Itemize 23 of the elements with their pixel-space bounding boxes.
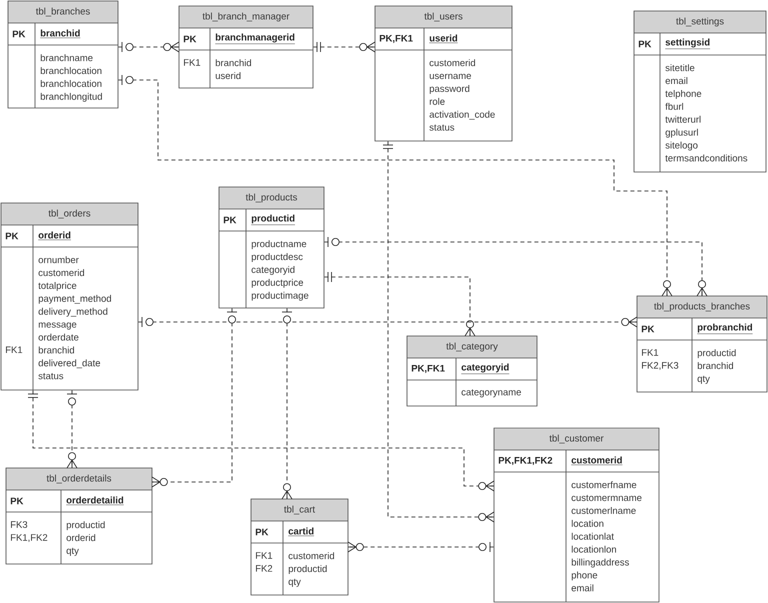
entity-table: tbl_cart PK cartid FK1 FK2 customerid productid qty xyxy=(250,498,348,596)
entity-table: tbl_products PK productid productname productdesc categoryid productprice productimage xyxy=(218,186,324,308)
relationship-line xyxy=(324,272,476,336)
relationship-line xyxy=(118,42,180,52)
relationship-line xyxy=(348,542,494,552)
entity-table: tbl_users PK,FK1 userid customerid username password role activation_code status xyxy=(374,6,512,142)
relationship-line xyxy=(382,141,494,522)
relationship-line xyxy=(138,316,638,328)
entity-table: tbl_orders PK orderid FK1 ornumber customerid totalprice payment_method delivery_method message orderdate branchid delivered_date status xyxy=(0,202,138,390)
relationship-line xyxy=(118,74,672,296)
relationship-line xyxy=(66,390,78,468)
relationship-line xyxy=(324,236,708,296)
entity-table: tbl_branches PK branchid branchname branchlocation branchlocation branchlongitud xyxy=(8,0,118,108)
entity-table: tbl_orderdetails PK orderdetailid FK3 FK1,FK2 productid orderid qty xyxy=(6,468,152,564)
entity-table: tbl_customer PK,FK1,FK2 customerid customerfname customermname customerlname location locationlat locationlon billingaddress phone email xyxy=(494,428,660,602)
relationship-line xyxy=(28,390,494,492)
entity-table: tbl_branch_manager PK branchmanagerid FK1 branchid userid xyxy=(178,6,314,88)
entity-table: tbl_category PK,FK1 categoryid categoryname xyxy=(406,336,538,406)
entity-table: tbl_products_branches PK probranchid FK1 FK2,FK3 productid branchid qty xyxy=(636,296,768,392)
relationship-line xyxy=(282,308,292,500)
relationship-line xyxy=(152,308,238,488)
relationship-line xyxy=(313,42,376,52)
entity-table: tbl_settings PK settingsid sitetitle email telphone fburl twitterurl gplusurl sitelogo termsandconditions xyxy=(634,10,766,172)
